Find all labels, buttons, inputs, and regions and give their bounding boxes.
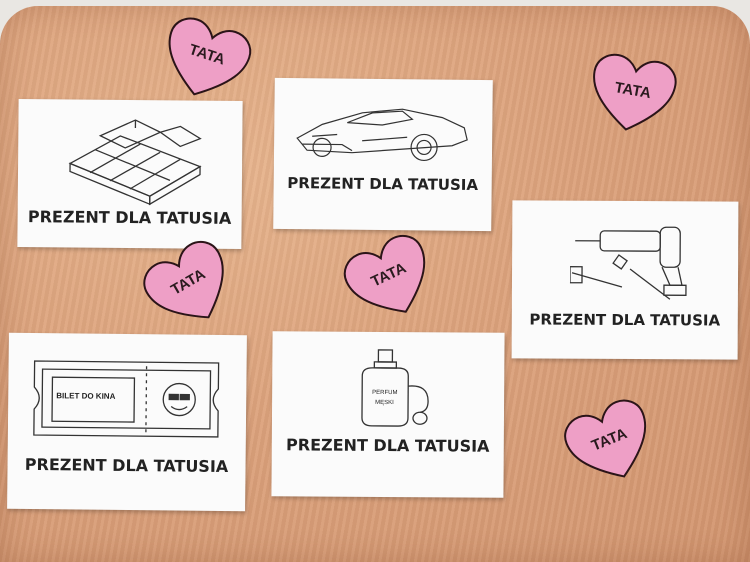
card-ticket: BILET DO KINA PREZENT DLA TATUSIA: [7, 332, 247, 512]
chocolate-bar-icon: [68, 119, 202, 206]
card-label: PREZENT DLA TATUSIA: [287, 174, 479, 194]
heart-2: TATA: [583, 49, 681, 141]
heart-4: TATA: [335, 226, 447, 335]
heart-1: TATA: [152, 11, 258, 112]
perfume-bottle-icon: [361, 349, 429, 427]
heart-3: TATA: [134, 231, 248, 343]
tools-icon: [569, 226, 687, 300]
cinema-ticket-icon: [33, 360, 220, 438]
perfume-label-line1: PERFUM: [372, 389, 398, 397]
perfume-label-line2: MĘSKI: [375, 399, 394, 407]
card-label: PREZENT DLA TATUSIA: [529, 310, 721, 330]
card-perfume: PERFUM MĘSKI PREZENT DLA TATUSIA: [271, 331, 505, 498]
card-chocolate: PREZENT DLA TATUSIA: [17, 99, 243, 249]
heart-5: TATA: [556, 391, 666, 497]
card-label: PREZENT DLA TATUSIA: [286, 435, 490, 456]
card-label: PREZENT DLA TATUSIA: [27, 207, 232, 228]
sports-car-icon: [296, 108, 468, 162]
ticket-text: BILET DO KINA: [56, 391, 116, 401]
card-car: PREZENT DLA TATUSIA: [273, 77, 493, 232]
card-tools: PREZENT DLA TATUSIA: [511, 200, 739, 360]
card-label: PREZENT DLA TATUSIA: [24, 454, 229, 477]
